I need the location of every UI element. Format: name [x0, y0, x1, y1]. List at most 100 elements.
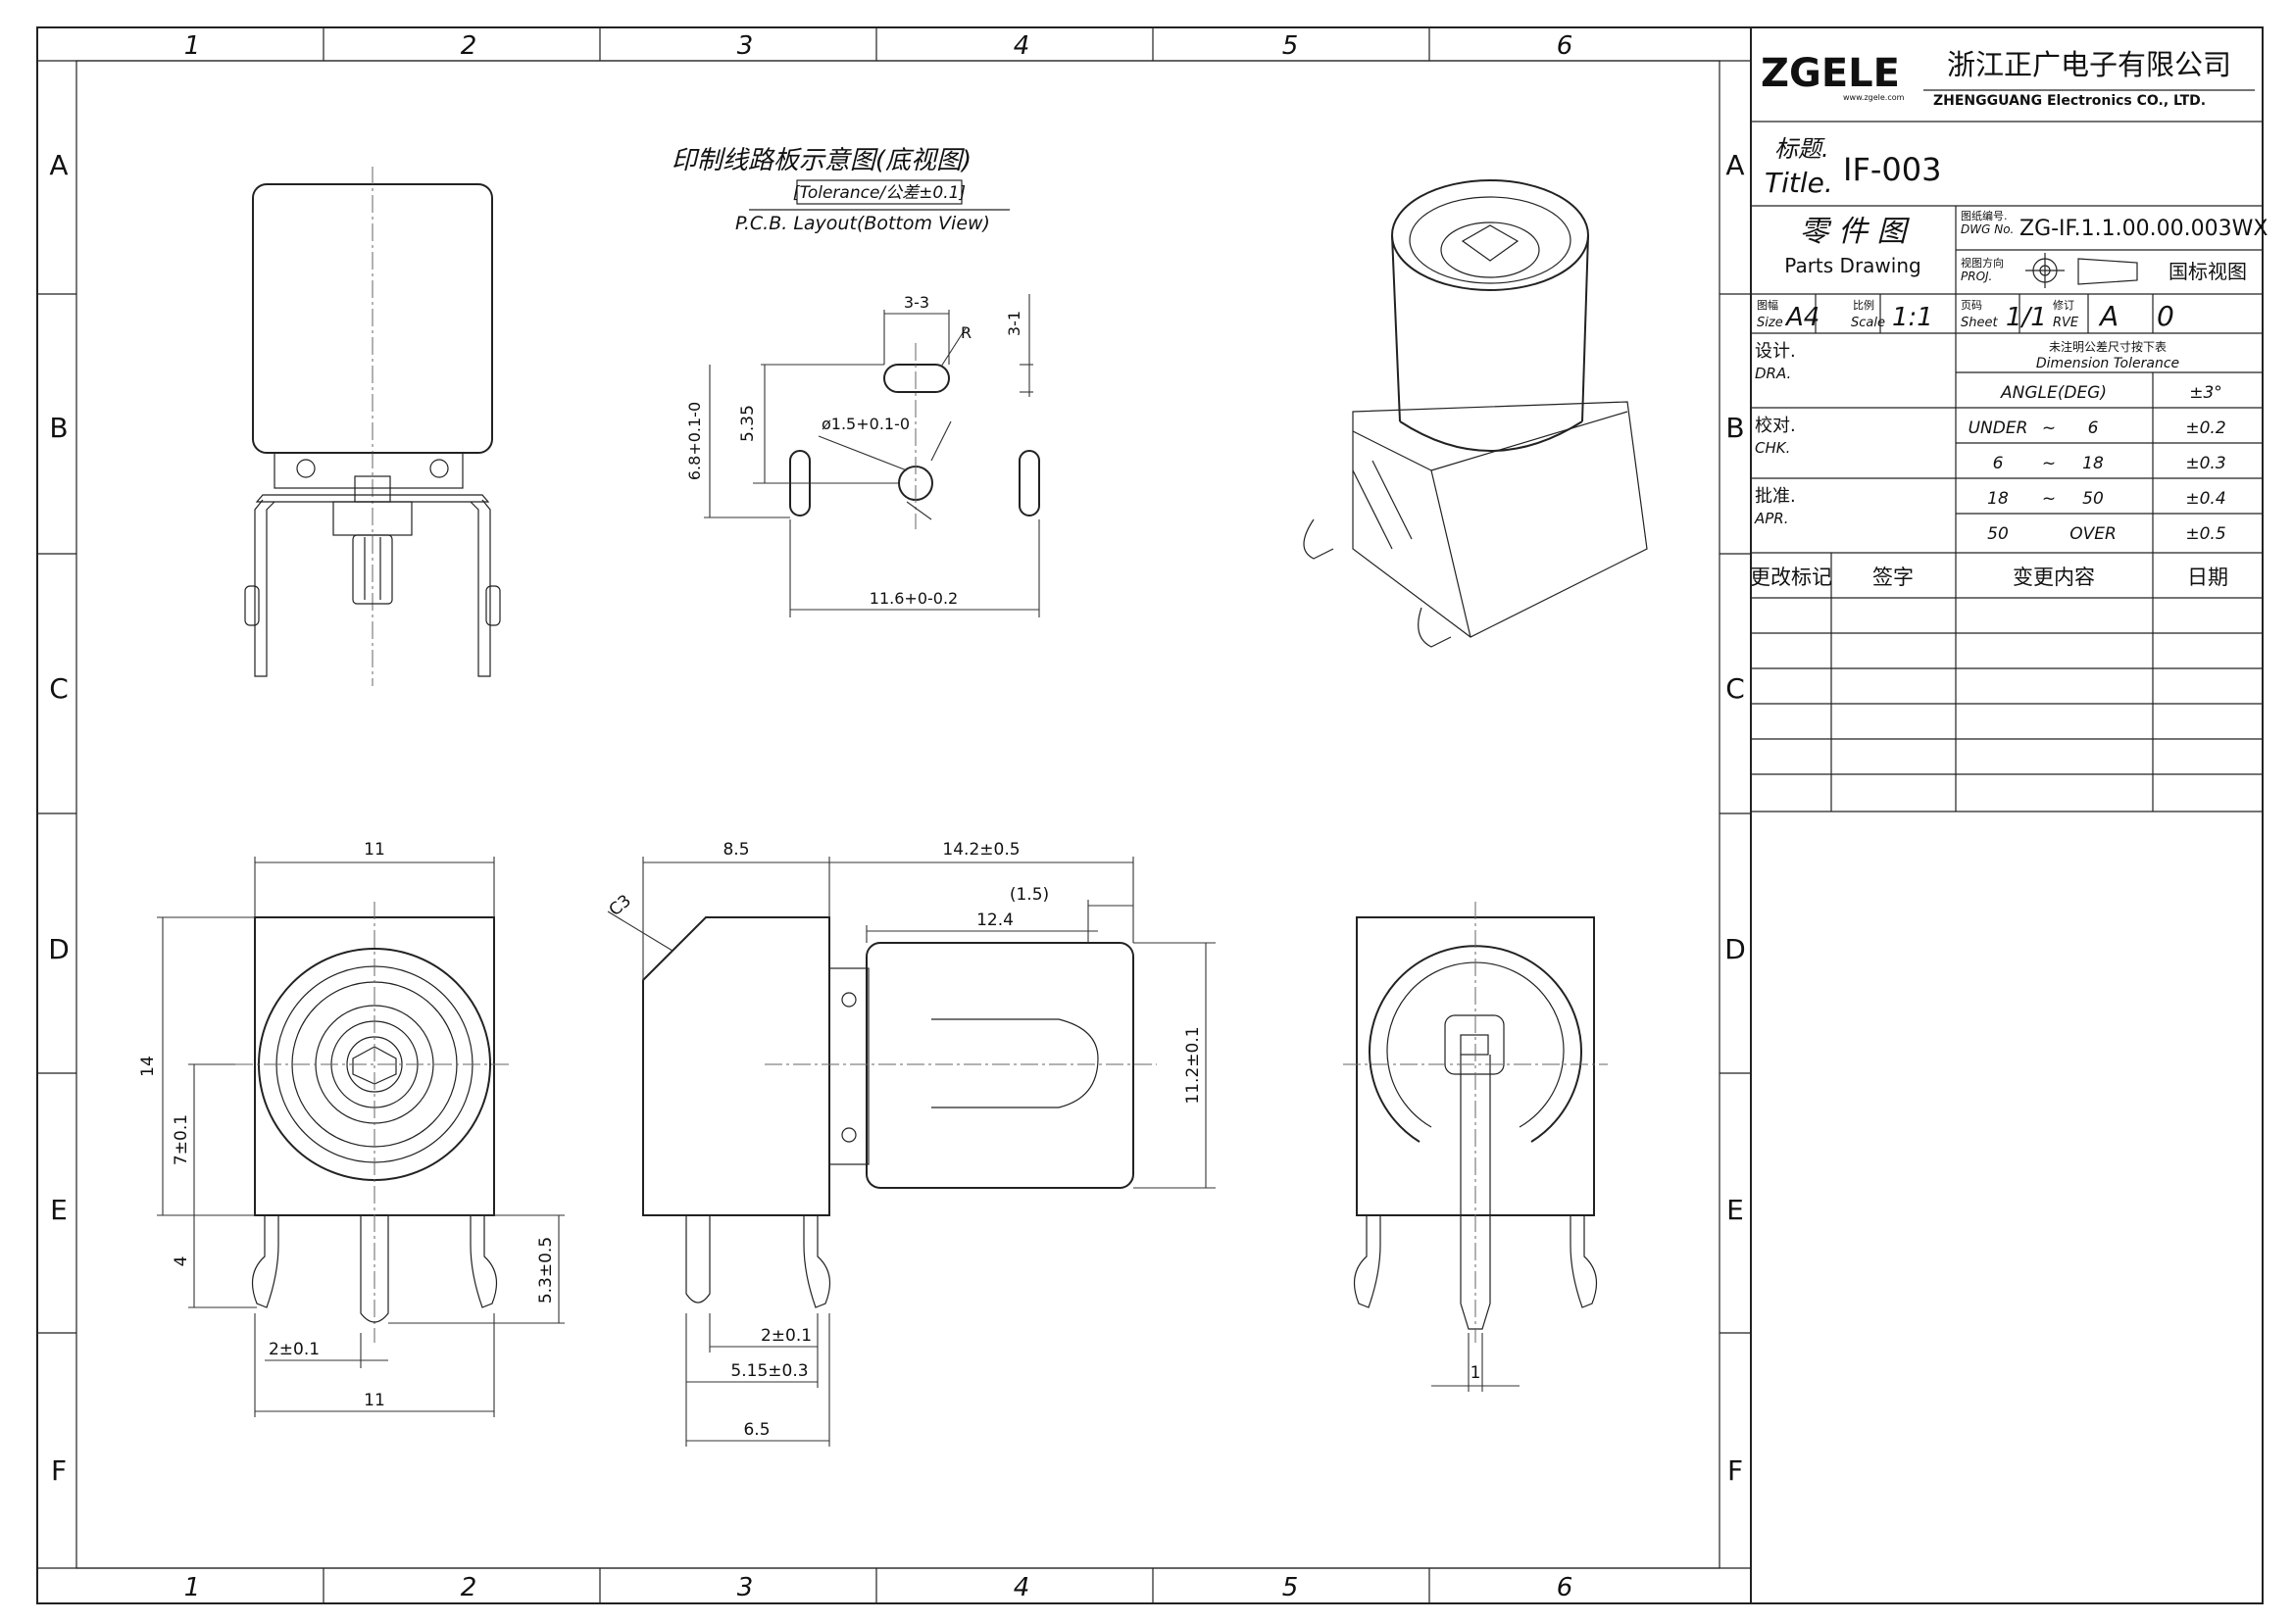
row-label: E [1726, 1194, 1744, 1226]
row-label: C [1725, 672, 1745, 705]
proj-value: 国标视图 [2168, 260, 2247, 283]
scale-label-cn: 比例 [1853, 298, 1874, 312]
col-label: 4 [1014, 31, 1030, 61]
tolerance-value: ±0.2 [2185, 418, 2225, 438]
tolerance-from: 18 [1987, 489, 2009, 509]
col-label: 1 [184, 31, 201, 61]
company-name-cn: 浙江正广电子有限公司 [1947, 48, 2231, 81]
pcb-top-slot [883, 364, 950, 393]
tolerance-sep: ~ [2042, 418, 2056, 438]
title-label-cn: 标题. [1774, 135, 1829, 163]
dim-front-center-height: 7±0.1 [172, 1114, 191, 1165]
dim-side-diameter: 11.2±0.1 [1183, 1026, 1203, 1104]
tolerance-sep: ~ [2042, 454, 2056, 473]
sheet-label-en: Sheet [1961, 316, 1998, 330]
check-label-cn: 校对. [1755, 416, 1796, 436]
col-label: 6 [1557, 31, 1573, 61]
tolerance-table: ANGLE(DEG) ±3° UNDER ~ 6 ±0.2 6 ~ 18 ±0.… [1969, 383, 2226, 544]
dim-rear-pin-width: 1 [1471, 1363, 1481, 1383]
approve-label-cn: 批准. [1755, 486, 1796, 507]
col-label: 2 [461, 1573, 477, 1602]
design-label-cn: 设计. [1755, 341, 1796, 362]
size-label-cn: 图幅 [1757, 299, 1778, 312]
outer-frame [36, 26, 2264, 1604]
column-labels-bottom: 1 2 3 4 5 6 [184, 1573, 1573, 1602]
top-left-view [244, 167, 501, 686]
row-label: B [49, 412, 68, 444]
revision-table-header: 更改标记 签字 变更内容 日期 [1750, 566, 2228, 589]
design-label-en: DRA. [1755, 365, 1791, 382]
col-label: 6 [1557, 1573, 1573, 1602]
rear-view: 1 [1343, 902, 1608, 1392]
rve-number: 0 [2157, 300, 2174, 332]
col-label: 3 [737, 31, 754, 61]
dim-hole: ø1.5+0.1-0 [822, 415, 910, 433]
dim-radius: R [961, 323, 972, 342]
front-view: 11 14 7±0.1 4 2±0.1 11 5.3±0.5 [138, 840, 565, 1417]
tolerance-header-en: Dimension Tolerance [2036, 356, 2179, 371]
side-view: 8.5 14.2±0.5 (1.5) 12.4 C3 11.2±0.1 2±0.… [606, 840, 1216, 1447]
revision-header: 更改标记 [1750, 566, 1832, 589]
tolerance-from: UNDER [1969, 418, 2028, 438]
company-logo: ZGELE [1761, 51, 1900, 96]
tolerance-value: ±0.5 [2185, 524, 2225, 544]
dwg-label-en: DWG No. [1961, 222, 2014, 236]
revision-header: 日期 [2187, 566, 2228, 589]
proj-label-en: PROJ. [1961, 270, 1992, 283]
tolerance-to: OVER [2069, 524, 2117, 544]
pcb-layout: 印制线路板示意图(底视图) [Tolerance/公差±0.1] P.C.B. … [672, 146, 1040, 617]
zone-ticks [37, 27, 1751, 1603]
tolerance-value: ±0.3 [2185, 454, 2225, 473]
title-block: ZGELE www.zgele.com 浙江正广电子有限公司 ZHENGGUAN… [1750, 48, 2268, 812]
sheet-value: 1/1 [2006, 303, 2047, 332]
dim-front-top-width: 11 [364, 840, 385, 860]
rve-label-cn: 修订 [2053, 298, 2074, 312]
row-labels-left: A B C D E F [48, 149, 70, 1487]
col-label: 2 [461, 31, 477, 61]
rve-label-en: RVE [2053, 316, 2079, 330]
proj-label-cn: 视图方向 [1961, 256, 2004, 270]
row-label: C [49, 672, 69, 705]
tolerance-range: ANGLE(DEG) [2000, 383, 2107, 403]
row-label: D [1724, 933, 1746, 965]
rve-value: A [2098, 300, 2119, 332]
dwg-label-cn: 图纸编号. [1961, 209, 2008, 222]
tolerance-header-cn: 未注明公差尺寸按下表 [2049, 339, 2167, 354]
dim-horizontal: 11.6+0-0.2 [870, 589, 958, 608]
title-label-en: Title. [1765, 167, 1833, 199]
approve-label-en: APR. [1754, 510, 1789, 527]
dim-side-base: 6.5 [743, 1420, 770, 1440]
company-website: www.zgele.com [1843, 93, 1905, 102]
tolerance-to: 50 [2082, 489, 2104, 509]
drawing-area-border [75, 60, 1720, 1569]
dim-front-pin-length: 5.3±0.5 [536, 1237, 556, 1304]
col-label: 3 [737, 1573, 754, 1602]
row-labels-right: A B C D E F [1724, 149, 1746, 1487]
company-name-en: ZHENGGUANG Electronics CO., LTD. [1933, 93, 2206, 109]
row-label: F [1727, 1454, 1743, 1487]
dim-side-body: 8.5 [723, 840, 749, 860]
scale-value: 1:1 [1892, 303, 1933, 332]
projection-symbol [2025, 253, 2138, 288]
dwg-number: ZG-IF.1.1.00.00.003WX [2019, 217, 2268, 241]
dim-side-barrel: 12.4 [976, 910, 1014, 930]
scale-label-en: Scale [1851, 316, 1885, 330]
row-label: D [48, 933, 70, 965]
column-labels-top: 1 2 3 4 5 6 [184, 31, 1573, 61]
row-label: A [1725, 149, 1744, 181]
tolerance-from: 50 [1987, 524, 2009, 544]
col-label: 1 [184, 1573, 201, 1602]
dim-front-leg: 4 [172, 1256, 191, 1267]
pcb-tolerance: [Tolerance/公差±0.1] [793, 183, 966, 203]
size-label-en: Size [1757, 316, 1783, 330]
isometric-view [1303, 179, 1648, 648]
tolerance-sep: ~ [2042, 489, 2056, 509]
dim-side-pin-span: 5.15±0.3 [730, 1361, 808, 1381]
row-label: A [49, 149, 68, 181]
size-value: A4 [1784, 303, 1819, 332]
check-label-en: CHK. [1755, 439, 1790, 457]
revision-header: 签字 [1872, 566, 1914, 589]
row-label: B [1725, 412, 1744, 444]
